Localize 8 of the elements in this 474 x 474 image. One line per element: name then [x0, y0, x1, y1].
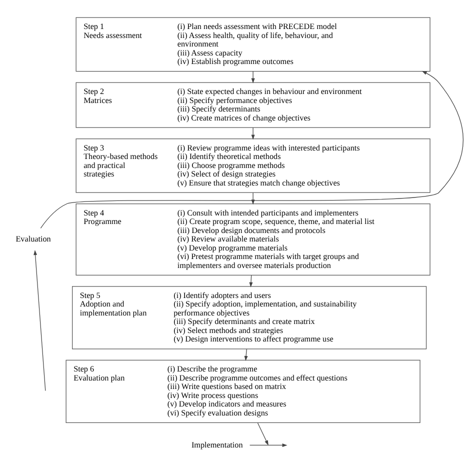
arrow [249, 274, 253, 288]
arrow [251, 71, 255, 84]
arrow [40, 70, 464, 228]
arrow [250, 443, 288, 447]
arrow [251, 127, 255, 140]
arrow [257, 422, 268, 446]
arrow [34, 250, 46, 392]
arrow [244, 348, 248, 361]
